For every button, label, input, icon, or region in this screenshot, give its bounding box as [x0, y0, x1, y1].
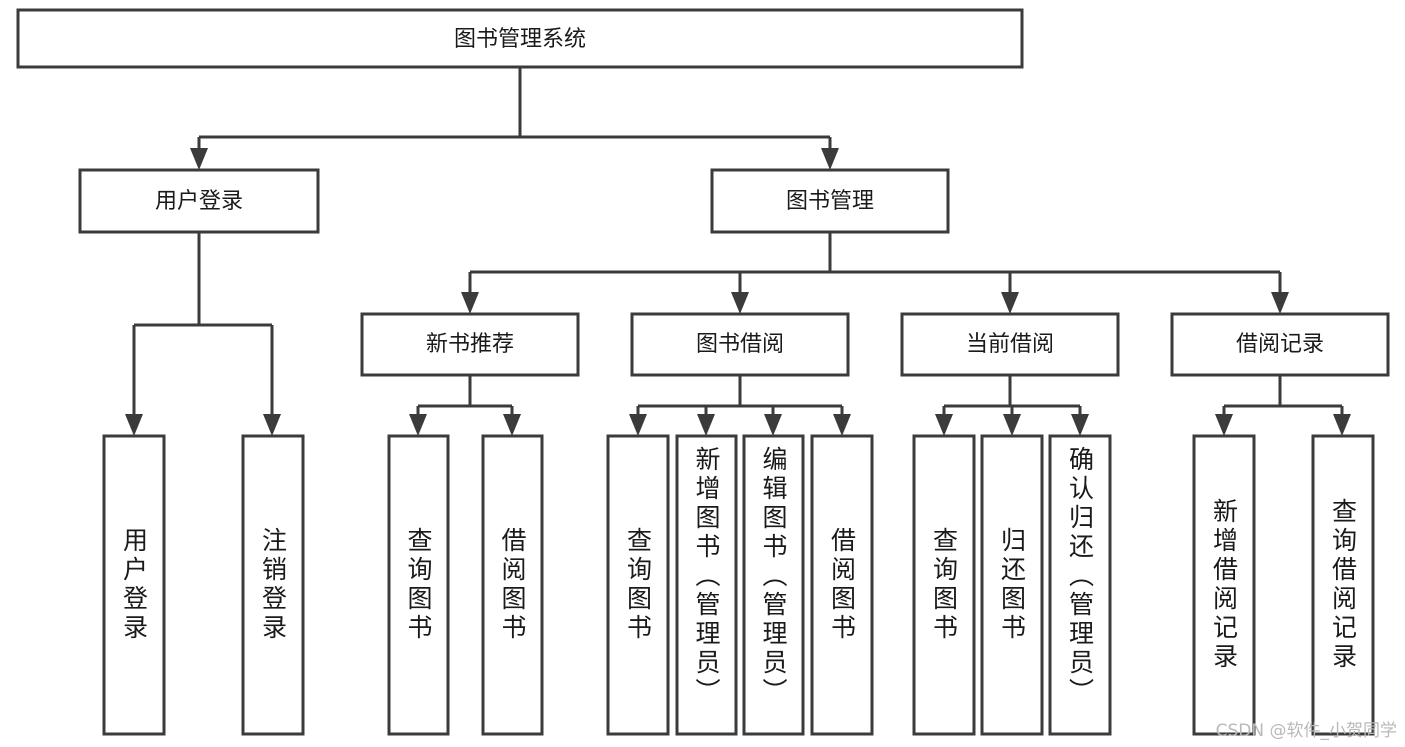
arrowhead-leaf-user-login [125, 414, 143, 436]
arrowhead-leaf-bb-add [697, 414, 715, 436]
node-leaf-cb-return-box[interactable] [980, 434, 1044, 736]
node-leaf-logout-box[interactable] [241, 434, 305, 736]
node-book-manage-label: 图书管理 [786, 189, 874, 214]
node-leaf-cb-query[interactable]: 查询图书 [912, 434, 976, 736]
node-leaf-bb-edit-box[interactable] [742, 434, 805, 736]
node-leaf-br-add-label-wrap: 新增借阅记录 [1209, 498, 1239, 672]
node-borrow-record-box[interactable] [1170, 312, 1390, 377]
node-leaf-rec-borrow-label-wrap: 借阅图书 [498, 527, 527, 643]
node-leaf-cb-return-label-wrap: 归还图书 [997, 527, 1027, 643]
node-book-manage[interactable]: 图书管理 [710, 168, 950, 234]
node-leaf-cb-query-box[interactable] [912, 434, 976, 736]
node-leaf-bb-edit-label-wrap: 编辑图书（管理员） [759, 446, 788, 707]
node-leaf-cb-query-label-wrap: 查询图书 [929, 527, 959, 643]
node-leaf-logout-label-wrap: 注销登录 [258, 527, 288, 643]
node-user-login-box[interactable] [78, 168, 320, 234]
node-leaf-user-login-box[interactable] [102, 434, 166, 736]
node-leaf-br-add-label: 新增借阅记录 [1209, 498, 1239, 672]
node-leaf-bb-add-label-wrap: 新增图书（管理员） [692, 446, 721, 707]
node-leaf-bb-add-label: 新增图书（管理员） [692, 446, 721, 707]
node-leaf-bb-query-label-wrap: 查询图书 [623, 527, 653, 643]
node-leaf-br-query-label: 查询借阅记录 [1328, 498, 1358, 672]
arrowhead-new-book-rec [461, 292, 479, 314]
node-leaf-rec-query-label: 查询图书 [404, 527, 433, 643]
node-leaf-logout-label: 注销登录 [258, 527, 288, 643]
node-leaf-cb-confirm-box[interactable] [1048, 434, 1112, 736]
node-leaf-rec-borrow-label: 借阅图书 [498, 527, 527, 643]
arrowhead-book-manage [821, 148, 839, 170]
node-current-borrow-label: 当前借阅 [966, 332, 1054, 357]
node-leaf-rec-query-box[interactable] [387, 434, 450, 736]
node-leaf-bb-borrow-box[interactable] [810, 434, 874, 736]
arrowhead-leaf-cb-return [1003, 414, 1021, 436]
arrowhead-leaf-bb-query [629, 414, 647, 436]
arrowhead-borrow-record [1271, 292, 1289, 314]
arrowhead-leaf-rec-query [409, 414, 427, 436]
arrowhead-book-borrow [731, 292, 749, 314]
arrowhead-leaf-bb-borrow [833, 414, 851, 436]
node-leaf-cb-confirm-label-wrap: 确认归还（管理员） [1065, 446, 1095, 707]
node-leaf-user-login-label: 用户登录 [119, 527, 149, 643]
node-leaf-cb-query-label: 查询图书 [929, 527, 959, 643]
node-leaf-rec-query-label-wrap: 查询图书 [404, 527, 433, 643]
arrowhead-leaf-cb-query [935, 414, 953, 436]
node-new-book-rec-box[interactable] [360, 312, 580, 377]
node-leaf-rec-borrow-box[interactable] [481, 434, 544, 736]
node-user-login-label: 用户登录 [155, 189, 243, 214]
node-leaf-cb-return-label: 归还图书 [997, 527, 1027, 643]
node-user-login[interactable]: 用户登录 [78, 168, 320, 234]
node-book-borrow-box[interactable] [630, 312, 850, 377]
node-root-box[interactable] [16, 8, 1024, 69]
node-leaf-bb-edit[interactable]: 编辑图书（管理员） [742, 434, 805, 736]
arrowhead-leaf-rec-borrow [503, 414, 521, 436]
node-leaf-bb-query[interactable]: 查询图书 [606, 434, 670, 736]
node-leaf-user-login[interactable]: 用户登录 [102, 434, 166, 736]
node-leaf-br-add-box[interactable] [1192, 434, 1256, 736]
node-leaf-bb-borrow-label-wrap: 借阅图书 [827, 527, 857, 643]
node-leaf-br-query[interactable]: 查询借阅记录 [1311, 434, 1375, 736]
node-new-book-rec-label: 新书推荐 [426, 332, 514, 357]
node-root[interactable]: 图书管理系统 [16, 8, 1024, 69]
arrowhead-leaf-cb-confirm [1071, 414, 1089, 436]
node-leaf-bb-edit-label: 编辑图书（管理员） [759, 446, 788, 707]
connectors-group [125, 67, 1351, 436]
node-borrow-record-label: 借阅记录 [1236, 332, 1324, 357]
arrowhead-current-borrow [1001, 292, 1019, 314]
node-leaf-cb-return[interactable]: 归还图书 [980, 434, 1044, 736]
node-book-borrow[interactable]: 图书借阅 [630, 312, 850, 377]
node-leaf-bb-query-label: 查询图书 [623, 527, 653, 643]
node-current-borrow[interactable]: 当前借阅 [900, 312, 1120, 377]
node-leaf-bb-add[interactable]: 新增图书（管理员） [675, 434, 738, 736]
arrowhead-leaf-bb-edit [764, 414, 782, 436]
node-leaf-cb-confirm[interactable]: 确认归还（管理员） [1048, 434, 1112, 736]
arrowhead-leaf-logout [263, 414, 281, 436]
node-leaf-rec-query[interactable]: 查询图书 [387, 434, 450, 736]
node-leaf-bb-borrow-label: 借阅图书 [827, 527, 857, 643]
arrowhead-user-login [190, 148, 208, 170]
node-root-label: 图书管理系统 [454, 27, 586, 52]
node-leaf-br-query-box[interactable] [1311, 434, 1375, 736]
node-leaf-bb-borrow[interactable]: 借阅图书 [810, 434, 874, 736]
arrowhead-leaf-br-query [1333, 414, 1351, 436]
node-leaf-logout[interactable]: 注销登录 [241, 434, 305, 736]
node-leaf-rec-borrow[interactable]: 借阅图书 [481, 434, 544, 736]
node-leaf-user-login-label-wrap: 用户登录 [119, 527, 149, 643]
node-leaf-br-add[interactable]: 新增借阅记录 [1192, 434, 1256, 736]
node-current-borrow-box[interactable] [900, 312, 1120, 377]
node-new-book-rec[interactable]: 新书推荐 [360, 312, 580, 377]
node-leaf-br-query-label-wrap: 查询借阅记录 [1328, 498, 1358, 672]
node-leaf-bb-add-box[interactable] [675, 434, 738, 736]
arrowhead-leaf-br-add [1215, 414, 1233, 436]
node-book-manage-box[interactable] [710, 168, 950, 234]
node-leaf-cb-confirm-label: 确认归还（管理员） [1065, 446, 1095, 707]
node-book-borrow-label: 图书借阅 [696, 332, 784, 357]
node-leaf-bb-query-box[interactable] [606, 434, 670, 736]
watermark: CSDN @软件_小贺同学 [1215, 721, 1397, 741]
node-borrow-record[interactable]: 借阅记录 [1170, 312, 1390, 377]
